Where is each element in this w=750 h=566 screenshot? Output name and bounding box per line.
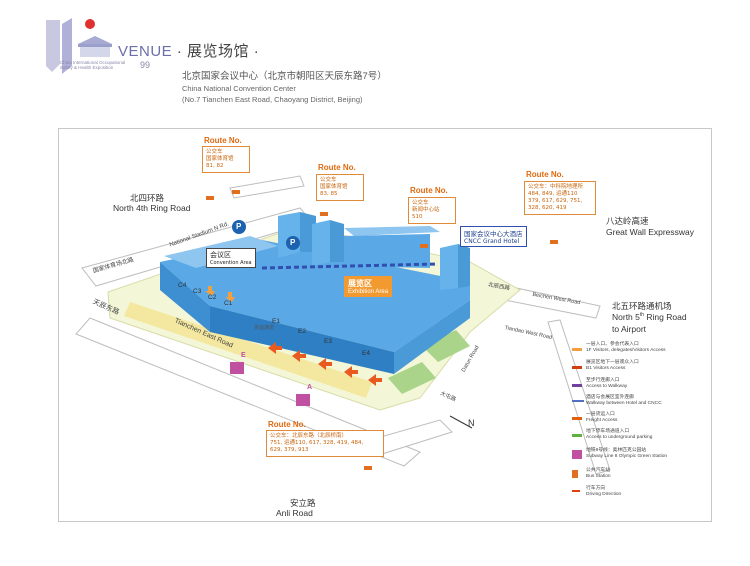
parking-label-2: P — [290, 238, 296, 247]
compass-arrow — [449, 415, 473, 429]
parking-icon — [286, 236, 300, 250]
outdoor-walkway — [124, 302, 372, 398]
route-box-2: 公交车 国家体育馆 83, 85 — [316, 174, 364, 201]
long-building — [344, 234, 430, 268]
station-e-label: E — [241, 352, 246, 359]
north5-label-en: North 5th Ring Road — [612, 312, 687, 322]
expo-logo — [46, 18, 112, 74]
bus-stop-icons — [206, 190, 558, 470]
route-title-4: Route No. — [526, 170, 564, 179]
exhibition-area-label: 展览区 Exhibition Area — [344, 276, 393, 297]
route-title-2: Route No. — [318, 163, 356, 172]
logo-caption: China International Occupational Safety … — [60, 60, 126, 70]
subway-station-e-icon — [230, 362, 244, 374]
compass-north: N — [468, 418, 475, 428]
road-tianchen-east — [75, 317, 421, 467]
north4-label-en: North 4th Ring Road — [113, 203, 191, 213]
great-wall-label-cn: 八达岭高速 — [606, 216, 649, 226]
exhibition-hall-front — [210, 306, 394, 374]
legend-icons — [572, 348, 584, 492]
gate-label: C2 — [208, 294, 217, 301]
north5-label-en2: to Airport — [612, 324, 647, 334]
green-lot — [422, 330, 470, 362]
north4-label-cn: 北四环路 — [130, 193, 165, 203]
anli-label-en: Anli Road — [276, 508, 313, 518]
route-title-1: Route No. — [204, 136, 242, 145]
address-en-line2: (No.7 Tianchen East Road, Chaoyang Distr… — [182, 95, 363, 104]
hotel-walkway — [261, 262, 439, 270]
anli-label-cn: 安立路 — [290, 498, 316, 508]
convention-area-label: 会议区 Convention Area — [206, 248, 256, 268]
venue-heading: VENUE · 展览场馆 · — [118, 43, 260, 60]
access-arrows — [205, 286, 382, 386]
parking-icon — [232, 220, 246, 234]
north5-label-cn: 北五环路通机场 — [612, 301, 672, 311]
station-a-label: A — [307, 384, 313, 391]
gate-label: C1 — [224, 300, 233, 307]
great-wall-label-en: Great Wall Expressway — [606, 227, 695, 237]
hotel-building — [440, 244, 458, 290]
hotel-label: 国家会议中心大酒店 CNCC Grand Hotel — [460, 226, 527, 247]
route-box-1: 公交车 国家体育馆 81, 82 — [202, 146, 250, 173]
venue-cn: 展览场馆 — [187, 43, 250, 60]
venue-en: VENUE — [118, 43, 173, 60]
gate-label: E1 — [272, 318, 280, 325]
address-cn: 北京国家会议中心（北京市朝阳区天辰东路7号） — [182, 71, 387, 82]
gate-label: E4 — [362, 350, 370, 357]
route-box-3: 公交车 新闻中心站 510 — [408, 197, 456, 224]
tower — [278, 212, 300, 258]
freight-label: 货运通道 — [254, 325, 275, 331]
address-en-line1: China National Convention Center — [182, 84, 296, 93]
route-box-5: 公交车：北辰东路（北辰桥南） 751, 运通110, 617, 328, 419… — [266, 430, 384, 457]
gate-label: E2 — [298, 328, 306, 335]
gate-label: C4 — [178, 282, 187, 289]
exhibition-hall-roof — [160, 240, 470, 352]
route-title-3: Route No. — [410, 186, 448, 195]
road-right-vertical — [547, 319, 611, 475]
parking-label-1: P — [236, 222, 242, 231]
green-lot — [388, 362, 436, 394]
subway-station-a-icon — [296, 394, 310, 406]
route-box-4: 公交车：中科院地理所 484, 849, 运通110 379, 617, 629… — [524, 181, 596, 215]
map-frame — [58, 128, 712, 522]
edition-number: 99 — [140, 60, 151, 70]
gate-label: C3 — [193, 288, 202, 295]
route-title-5: Route No. — [268, 420, 306, 429]
gate-label: E3 — [324, 338, 332, 345]
